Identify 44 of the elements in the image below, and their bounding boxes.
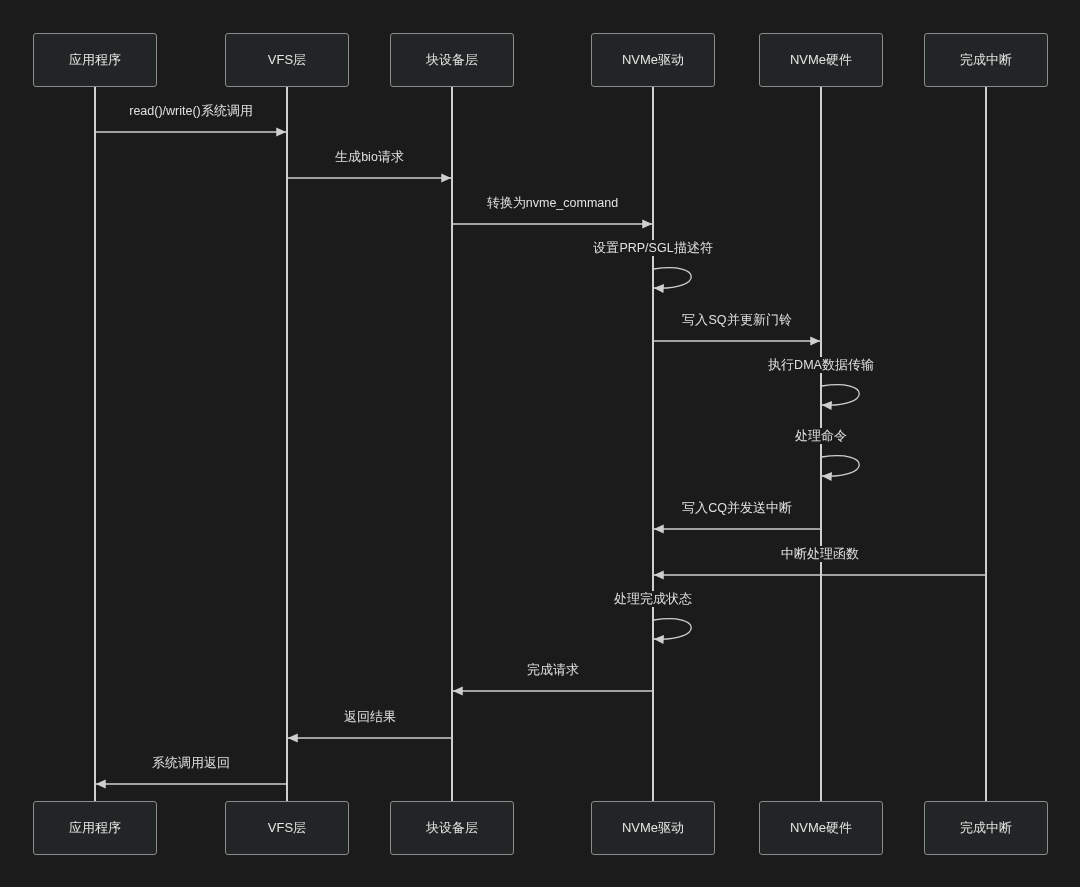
lifeline: [652, 87, 654, 801]
participant-box: 块设备层: [390, 33, 514, 87]
message-label: 处理命令: [793, 428, 849, 444]
message-arrow: [287, 733, 452, 743]
message-arrow: [95, 779, 287, 789]
self-message-arrow: [821, 384, 860, 410]
participant-box: NVMe驱动: [591, 801, 715, 855]
message-label: 完成请求: [524, 662, 581, 678]
participant-box: 应用程序: [33, 33, 157, 87]
message-label: 系统调用返回: [150, 755, 232, 771]
message-label: 生成bio请求: [333, 149, 406, 165]
message-arrow: [287, 173, 452, 183]
participant-box: 完成中断: [924, 801, 1048, 855]
self-message-arrow: [821, 455, 860, 481]
message-label: 转换为nvme_command: [484, 195, 621, 211]
lifeline: [985, 87, 987, 801]
participant-box: VFS层: [225, 33, 349, 87]
message-label: 写入SQ并更新门铃: [680, 312, 794, 328]
message-label: 设置PRP/SGL描述符: [591, 240, 715, 256]
message-label: 写入CQ并发送中断: [680, 500, 794, 516]
participant-box: NVMe硬件: [759, 33, 883, 87]
participant-box: VFS层: [225, 801, 349, 855]
self-message-arrow: [653, 267, 692, 293]
message-label: 执行DMA数据传输: [766, 357, 876, 373]
lifeline: [94, 87, 96, 801]
participant-box: 完成中断: [924, 33, 1048, 87]
message-arrow: [452, 219, 653, 229]
message-arrow: [452, 686, 653, 696]
message-arrow: [653, 524, 821, 534]
self-message-arrow: [653, 618, 692, 644]
lifeline: [286, 87, 288, 801]
message-label: 处理完成状态: [612, 591, 694, 607]
message-arrow: [653, 336, 821, 346]
participant-box: 应用程序: [33, 801, 157, 855]
participant-box: 块设备层: [390, 801, 514, 855]
lifeline: [820, 87, 822, 801]
participant-box: NVMe硬件: [759, 801, 883, 855]
message-label: 中断处理函数: [778, 546, 861, 562]
participant-box: NVMe驱动: [591, 33, 715, 87]
message-label: 返回结果: [341, 709, 398, 725]
message-label: read()/write()系统调用: [127, 103, 255, 119]
message-arrow: [95, 127, 287, 137]
lifeline: [451, 87, 453, 801]
message-arrow: [653, 570, 986, 580]
